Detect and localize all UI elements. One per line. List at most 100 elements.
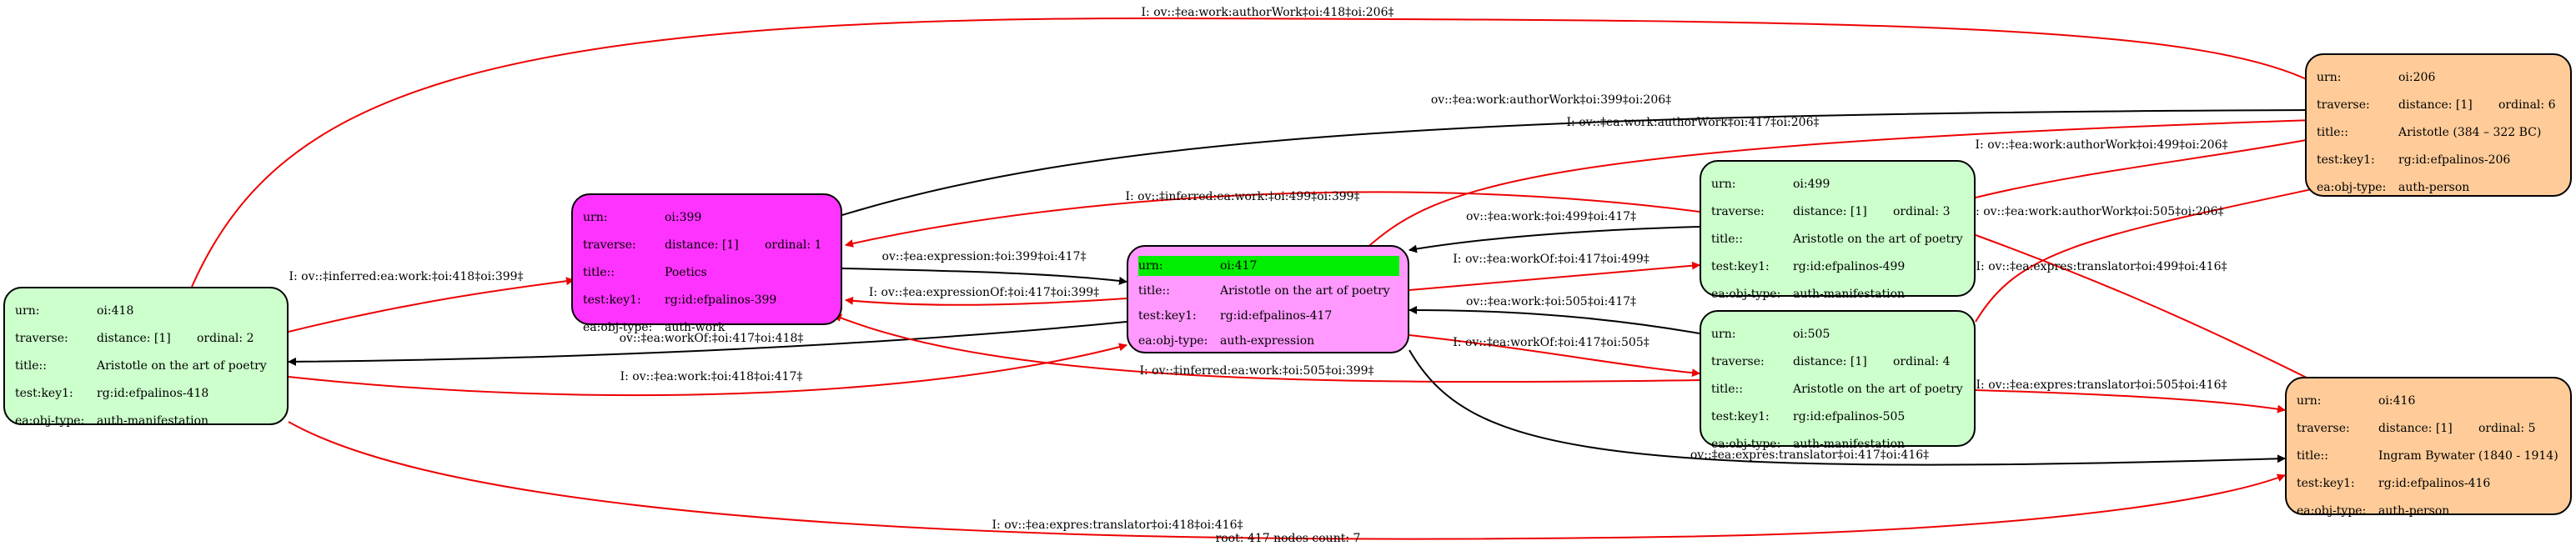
title-value: Aristotle on the art of poetry	[1220, 284, 1390, 298]
title-key: title::	[15, 358, 47, 373]
edge-11	[845, 296, 1127, 306]
title-key: title::	[2297, 448, 2328, 463]
key1-key: test:key1:	[1138, 309, 1197, 323]
obj-type-value: auth-work	[665, 320, 726, 334]
title-key: title::	[2317, 125, 2348, 139]
key1-value: rg:id:efpalinos-499	[1793, 259, 1906, 273]
traverse-distance: distance: [1]	[97, 331, 171, 345]
obj-type-key: ea:obj-type:	[2317, 180, 2387, 194]
edge-label: ov::‡ea:workOf:‡oi:417‡oi:418‡	[620, 332, 804, 345]
title-value: Poetics	[665, 265, 707, 279]
key1-value: rg:id:efpalinos-505	[1793, 409, 1906, 423]
traverse-distance: distance: [1]	[1793, 204, 1867, 218]
traverse-key: traverse:	[1711, 354, 1765, 368]
edge-label: I: ov::‡ea:work:authorWork‡oi:417‡oi:206…	[1567, 116, 1820, 129]
edge-label: I: ov::‡ea:work:authorWork‡oi:418‡oi:206…	[1142, 6, 1394, 19]
edge-13	[1409, 306, 1700, 334]
key1-value: rg:id:efpalinos-417	[1220, 309, 1333, 323]
urn-value: oi:206	[2398, 70, 2436, 84]
node-oi-206[interactable]: urn: oi:206 traverse: distance: [1] ordinal…	[2305, 53, 2572, 197]
urn-value: oi:418	[97, 303, 134, 318]
edge-6	[1975, 182, 2332, 323]
traverse-key: traverse:	[2317, 98, 2370, 112]
node-oi-505[interactable]: urn: oi:505 traverse: distance: [1] ordinal…	[1700, 310, 1976, 451]
obj-type-key: ea:obj-type:	[1138, 334, 1208, 348]
key1-value: rg:id:efpalinos-416	[2378, 476, 2491, 490]
traverse-distance: distance: [1]	[665, 238, 739, 252]
traverse-ordinal: ordinal: 3	[1893, 204, 1951, 218]
key1-key: test:key1:	[1711, 409, 1770, 423]
edge-label: ov::‡ea:expres:translator‡oi:417‡oi:416‡	[1690, 448, 1929, 462]
obj-type-key: ea:obj-type:	[1711, 437, 1781, 451]
edge-label: I: ov::‡ea:work:‡oi:418‡oi:417‡	[620, 370, 803, 383]
node-oi-399[interactable]: urn: oi:399 traverse: distance: [1] ordinal…	[571, 193, 842, 334]
edge-14	[1409, 334, 1700, 378]
edge-label: I: ov::‡ea:work:authorWork‡oi:499‡oi:206…	[1976, 138, 2228, 152]
obj-type-key: ea:obj-type:	[1711, 287, 1781, 301]
urn-value: oi:505	[1793, 327, 1830, 341]
traverse-distance: distance: [1]	[1793, 354, 1867, 368]
edge-label: I: ov::‡inferred:ea:work:‡oi:418‡oi:399‡	[289, 270, 523, 283]
traverse-key: traverse:	[583, 238, 636, 252]
obj-type-key: ea:obj-type:	[583, 320, 653, 334]
node-oi-417-root[interactable]: urn:oi:417 title::Aristotle on the art o…	[1127, 245, 1409, 353]
edge-5	[1409, 226, 1700, 253]
edge-18	[1409, 349, 2286, 466]
key1-key: test:key1:	[2297, 476, 2355, 490]
node-oi-416[interactable]: urn:oi:416 traverse:distance: [1]ordinal…	[2285, 377, 2572, 518]
edge-16	[833, 313, 1700, 383]
title-value: Aristotle (384 – 322 BC)	[2398, 125, 2542, 139]
edge-label: I: ov::‡inferred:ea:work:‡oi:505‡oi:399‡	[1139, 364, 1373, 378]
urn-key: urn:	[1711, 177, 1736, 191]
obj-type-value: auth-expression	[1220, 334, 1315, 348]
traverse-ordinal: ordinal: 4	[1893, 354, 1951, 368]
traverse-distance: distance: [1]	[2398, 98, 2473, 112]
edge-label: ov::‡ea:work:‡oi:505‡oi:417‡	[1466, 295, 1636, 308]
urn-key: urn:	[15, 303, 40, 318]
urn-key: urn:	[2317, 70, 2342, 84]
key1-key: test:key1:	[15, 386, 73, 400]
node-oi-418[interactable]: urn:oi:418 traverse:distance: [1]ordinal…	[3, 287, 289, 428]
title-value: Aristotle on the art of poetry	[1793, 232, 1963, 246]
obj-type-key: ea:obj-type:	[15, 413, 85, 428]
edge-label: I: ov::‡ea:work:authorWork‡oi:505‡oi:206…	[1971, 205, 2224, 218]
edge-1	[841, 106, 2316, 216]
obj-type-key: ea:obj-type:	[2297, 503, 2367, 518]
key1-key: test:key1:	[1711, 259, 1770, 273]
urn-value: oi:417	[1220, 256, 1399, 276]
obj-type-value: auth-manifestation	[1793, 287, 1906, 301]
edge-label: ov::‡ea:expression:‡oi:399‡oi:417‡	[882, 250, 1087, 263]
traverse-distance: distance: [1]	[2378, 421, 2453, 435]
urn-key: urn:	[1711, 327, 1736, 341]
edge-label: I: ov::‡ea:expres:translator‡oi:499‡oi:4…	[1976, 260, 2227, 273]
urn-key: urn:	[583, 210, 608, 224]
title-value: Aristotle on the art of poetry	[97, 358, 267, 373]
title-value: Ingram Bywater (1840 - 1914)	[2378, 448, 2558, 463]
key1-key: test:key1:	[2317, 153, 2375, 167]
title-key: title::	[1711, 232, 1743, 246]
obj-type-value: auth-manifestation	[97, 413, 209, 428]
traverse-ordinal: ordinal: 5	[2478, 421, 2536, 435]
urn-value: oi:499	[1793, 177, 1830, 191]
edge-label: ov::‡ea:work:authorWork‡oi:399‡oi:206‡	[1431, 93, 1671, 107]
traverse-key: traverse:	[1711, 204, 1765, 218]
obj-type-value: auth-manifestation	[1793, 437, 1906, 451]
traverse-key: traverse:	[2297, 421, 2350, 435]
title-key: title::	[1138, 284, 1170, 298]
node-oi-499[interactable]: urn: oi:499 traverse: distance: [1] ordinal…	[1700, 160, 1976, 301]
obj-type-value: auth-person	[2398, 180, 2470, 194]
edge-label: I: ov::‡ea:expressionOf:‡oi:417‡oi:399‡	[869, 286, 1099, 299]
key1-value: rg:id:efpalinos-206	[2398, 153, 2511, 167]
edge-label: I: ov::‡ea:expres:translator‡oi:418‡oi:4…	[992, 518, 1243, 532]
urn-value: oi:399	[665, 210, 702, 224]
title-key: title::	[583, 265, 615, 279]
key1-value: rg:id:efpalinos-399	[665, 293, 777, 307]
key1-value: rg:id:efpalinos-418	[97, 386, 209, 400]
traverse-ordinal: ordinal: 1	[765, 238, 822, 252]
traverse-key: traverse:	[15, 331, 68, 345]
edge-3	[1975, 135, 2316, 198]
edge-19	[288, 421, 2286, 540]
urn-value: oi:416	[2378, 393, 2416, 408]
traverse-ordinal: ordinal: 6	[2498, 98, 2556, 112]
